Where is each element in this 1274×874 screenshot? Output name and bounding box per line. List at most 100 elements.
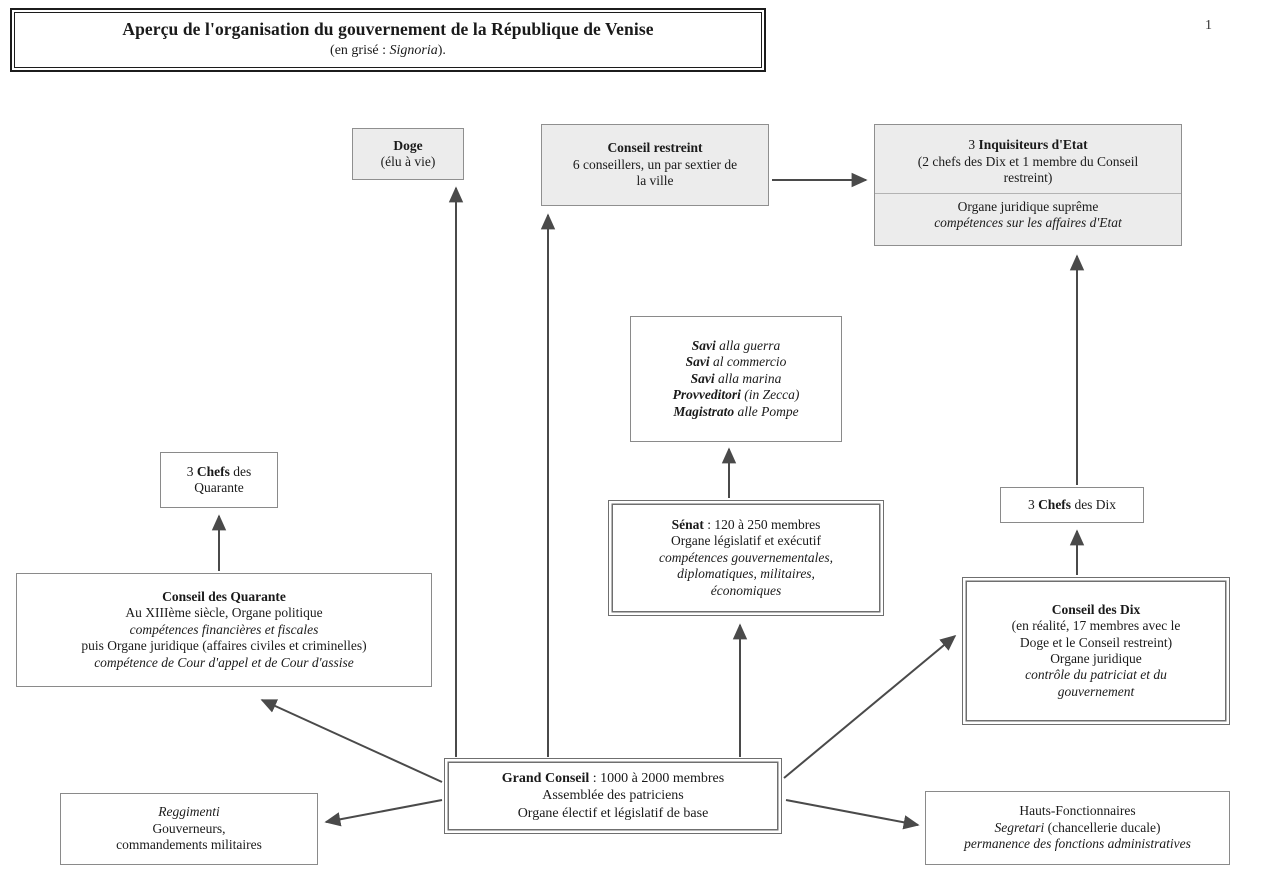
node-conseil-quarante[interactable]: Conseil des Quarante Au XIIIème siècle, … (16, 573, 432, 687)
doge-title: Doge (359, 138, 457, 154)
inquisiteurs-line4: Organe juridique suprême (957, 198, 1099, 214)
inquisiteurs-segment-bottom: Organe juridique suprême compétences sur… (875, 192, 1181, 238)
hauts-fonctionnaires-line3-text: permanence des fonctions administratives (964, 836, 1191, 852)
grand-conseil-line2: Assemblée des patriciens (542, 788, 684, 804)
conseil-dix-line5-text: contrôle du patriciat et du (1025, 667, 1167, 683)
arrow-grand-conseil-to-hauts-fonctionnaires (785, 799, 920, 830)
senat-line3: compétences gouvernementales, (618, 550, 874, 566)
conseil-dix-line2: (en réalité, 17 membres avec le (1011, 618, 1181, 634)
chefs-dix-pre: 3 (1027, 496, 1039, 512)
grand-conseil-title-text: Grand Conseil (501, 771, 590, 787)
conseil-quarante-line3: compétences financières et fiscales (23, 622, 425, 638)
conseil-quarante-line5-text: compétence de Cour d'appel et de Cour d'… (94, 654, 354, 670)
node-hauts-fonctionnaires[interactable]: Hauts-Fonctionnaires Segretari (chancell… (925, 791, 1230, 865)
chefs-quarante-bold: Chefs (196, 463, 230, 479)
arrow-grand-conseil-to-conseil-dix (783, 634, 957, 779)
hauts-fonctionnaires-line2-italic: Segretari (994, 819, 1045, 835)
savi-item: Savi al commercio (637, 354, 835, 370)
conseil-dix-title-text: Conseil des Dix (1051, 601, 1141, 617)
savi-item-bold: Savi (685, 354, 710, 370)
subtitle-suffix: ). (437, 43, 446, 58)
senat-title-text: Sénat (671, 516, 704, 532)
node-senat[interactable]: Sénat : 120 à 250 membres Organe législa… (608, 500, 884, 616)
node-doge[interactable]: Doge (élu à vie) (352, 128, 464, 180)
savi-item-rest: alla guerra (715, 337, 781, 353)
reggimenti-title: Reggimenti (67, 804, 311, 820)
hauts-fonctionnaires-line3: permanence des fonctions administratives (932, 836, 1223, 852)
conseil-dix-line5: contrôle du patriciat et du (972, 667, 1220, 683)
inquisiteurs-title-text: Inquisiteurs d'Etat (978, 137, 1088, 153)
conseil-quarante-line2: Au XIIIème siècle, Organe politique (125, 605, 323, 621)
node-inquisiteurs-etat[interactable]: 3 Inquisiteurs d'Etat (2 chefs des Dix e… (874, 124, 1182, 246)
reggimenti-line2: Gouverneurs, (152, 820, 226, 836)
savi-item-rest: alle Pompe (734, 403, 799, 419)
node-chefs-dix[interactable]: 3 Chefs des Dix (1000, 487, 1144, 523)
hauts-fonctionnaires-title: Hauts-Fonctionnaires (1019, 803, 1136, 819)
doge-line2: (élu à vie) (380, 154, 436, 169)
conseil-dix-line4: Organe juridique (1050, 651, 1142, 666)
conseil-dix-title: Conseil des Dix (972, 602, 1220, 618)
node-reggimenti[interactable]: Reggimenti Gouverneurs, commandements mi… (60, 793, 318, 865)
inquisiteurs-count: 3 (968, 137, 979, 153)
diagram-title-inner: Aperçu de l'organisation du gouvernement… (14, 12, 762, 68)
arrow-grand-conseil-to-reggimenti (324, 799, 443, 827)
chefs-dix-post: des Dix (1071, 496, 1117, 512)
savi-item-bold: Savi (690, 370, 715, 386)
conseil-restreint-title-text: Conseil restreint (607, 140, 703, 156)
page-subtitle: (en grisé : Signoria). (25, 43, 751, 59)
node-conseil-restreint[interactable]: Conseil restreint 6 conseillers, un par … (541, 124, 769, 206)
node-savi-list[interactable]: Savi alla guerra Savi al commercio Savi … (630, 316, 842, 442)
conseil-quarante-line3-text: compétences financières et fiscales (129, 621, 319, 637)
savi-item-bold: Provveditori (672, 387, 741, 403)
page-number: 1 (1205, 18, 1212, 33)
senat-line4: diplomatiques, militaires, (618, 566, 874, 582)
conseil-quarante-title: Conseil des Quarante (23, 589, 425, 605)
savi-item-rest: (in Zecca) (740, 387, 800, 403)
conseil-restreint-line3: la ville (636, 173, 674, 189)
senat-line5-text: économiques (710, 582, 782, 598)
savi-item-rest: al commercio (709, 354, 787, 370)
hauts-fonctionnaires-line2-rest: (chancellerie ducale) (1044, 819, 1161, 835)
conseil-dix-line6: gouvernement (972, 684, 1220, 700)
page-title: Aperçu de l'organisation du gouvernement… (122, 19, 654, 39)
diagram-title-box: Aperçu de l'organisation du gouvernement… (10, 8, 766, 72)
inquisiteurs-line5: compétences sur les affaires d'Etat (883, 215, 1173, 231)
savi-item: Magistrato alle Pompe (637, 404, 835, 420)
savi-item-bold: Savi (691, 337, 716, 353)
chefs-quarante-pre: 3 (186, 463, 197, 479)
inquisiteurs-title: 3 Inquisiteurs d'Etat (883, 137, 1173, 153)
senat-line4-text: diplomatiques, militaires, (677, 566, 815, 582)
conseil-quarante-line5: compétence de Cour d'appel et de Cour d'… (23, 655, 425, 671)
subtitle-prefix: (en grisé : (330, 43, 390, 58)
savi-item-rest: alla marina (714, 370, 782, 386)
node-grand-conseil[interactable]: Grand Conseil : 1000 à 2000 membres Asse… (444, 758, 782, 834)
grand-conseil-title-rest: : 1000 à 2000 membres (589, 771, 725, 787)
chefs-quarante-post: des (229, 463, 252, 479)
node-conseil-dix[interactable]: Conseil des Dix (en réalité, 17 membres … (962, 577, 1230, 725)
conseil-dix-line6-text: gouvernement (1057, 683, 1135, 699)
savi-item-bold: Magistrato (673, 403, 735, 419)
chefs-dix-bold: Chefs (1038, 496, 1072, 512)
conseil-quarante-title-text: Conseil des Quarante (162, 588, 286, 604)
conseil-restreint-line2: 6 conseillers, un par sextier de (572, 156, 738, 172)
savi-item: Savi alla guerra (637, 338, 835, 354)
node-chefs-quarante[interactable]: 3 Chefs des Quarante (160, 452, 278, 508)
savi-item: Savi alla marina (637, 371, 835, 387)
conseil-dix-line3: Doge et le Conseil restreint) (1019, 634, 1173, 650)
conseil-restreint-title: Conseil restreint (548, 140, 762, 156)
subtitle-signoria: Signoria (389, 43, 438, 58)
senat-title: Sénat : 120 à 250 membres (618, 517, 874, 533)
grand-conseil-line3: Organe électif et législatif de base (517, 805, 709, 821)
inquisiteurs-line3: restreint) (1003, 170, 1053, 186)
chefs-dix-line1: 3 Chefs des Dix (1007, 497, 1137, 513)
savi-item: Provveditori (in Zecca) (637, 387, 835, 403)
senat-title-rest: : 120 à 250 membres (703, 516, 821, 532)
inquisiteurs-line5-text: compétences sur les affaires d'Etat (934, 215, 1122, 231)
chefs-quarante-line1: 3 Chefs des (167, 464, 271, 480)
inquisiteurs-segment-top: 3 Inquisiteurs d'Etat (2 chefs des Dix e… (875, 132, 1181, 192)
reggimenti-title-text: Reggimenti (158, 804, 220, 820)
doge-title-text: Doge (393, 137, 423, 153)
reggimenti-line3: commandements militaires (116, 837, 262, 853)
grand-conseil-title: Grand Conseil : 1000 à 2000 membres (454, 770, 772, 787)
